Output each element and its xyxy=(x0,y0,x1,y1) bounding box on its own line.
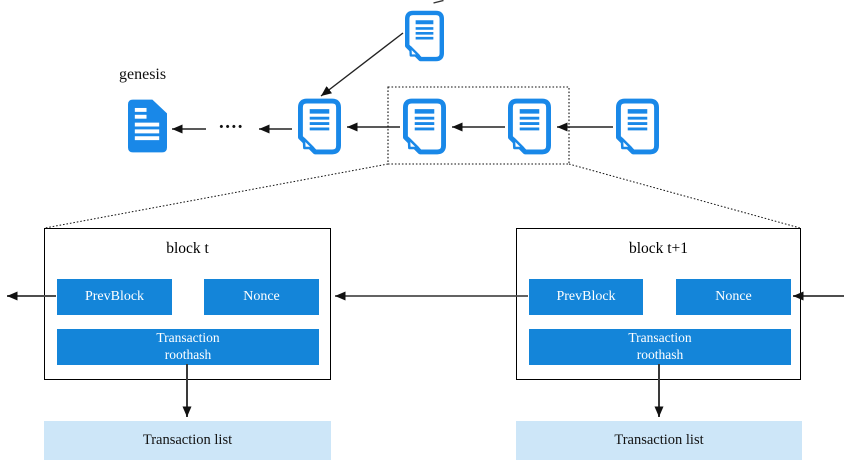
roothash-line1: Transaction xyxy=(628,330,692,346)
arrow-new-block-to-chain xyxy=(320,32,404,97)
block-t1-roothash-field: Transaction roothash xyxy=(529,329,791,365)
block-t1-box: block t+1 PrevBlock Nonce Transaction ro… xyxy=(516,228,801,380)
block-document-icon xyxy=(403,98,446,155)
genesis-label: genesis xyxy=(119,66,167,83)
zoom-expand-line-right xyxy=(568,163,801,229)
roothash-line1: Transaction xyxy=(156,330,220,346)
genesis-block-document-icon xyxy=(128,99,167,153)
block-t1-prevblock-field: PrevBlock xyxy=(529,279,643,315)
block-document-icon xyxy=(298,98,341,155)
new-block-document-icon xyxy=(405,10,444,62)
block-document-icon xyxy=(508,98,551,155)
block-t-prevblock-field: PrevBlock xyxy=(57,279,172,315)
zoom-expand-line-left xyxy=(44,163,389,229)
block-t-roothash-field: Transaction roothash xyxy=(57,329,319,365)
block-t-transaction-list: Transaction list xyxy=(44,421,331,460)
ellipsis-dots: .... xyxy=(219,112,244,133)
block-t1-nonce-field: Nonce xyxy=(676,279,791,315)
roothash-line2: roothash xyxy=(636,347,684,362)
block-t1-transaction-list: Transaction list xyxy=(516,421,802,460)
block-t-nonce-field: Nonce xyxy=(204,279,319,315)
block-t-box: block t PrevBlock Nonce Transaction root… xyxy=(44,228,331,380)
block-t-title: block t xyxy=(166,240,209,257)
cropped-top-line xyxy=(433,0,444,4)
roothash-line2: roothash xyxy=(164,347,212,362)
block-document-icon xyxy=(616,98,659,155)
block-t1-title: block t+1 xyxy=(628,240,689,257)
